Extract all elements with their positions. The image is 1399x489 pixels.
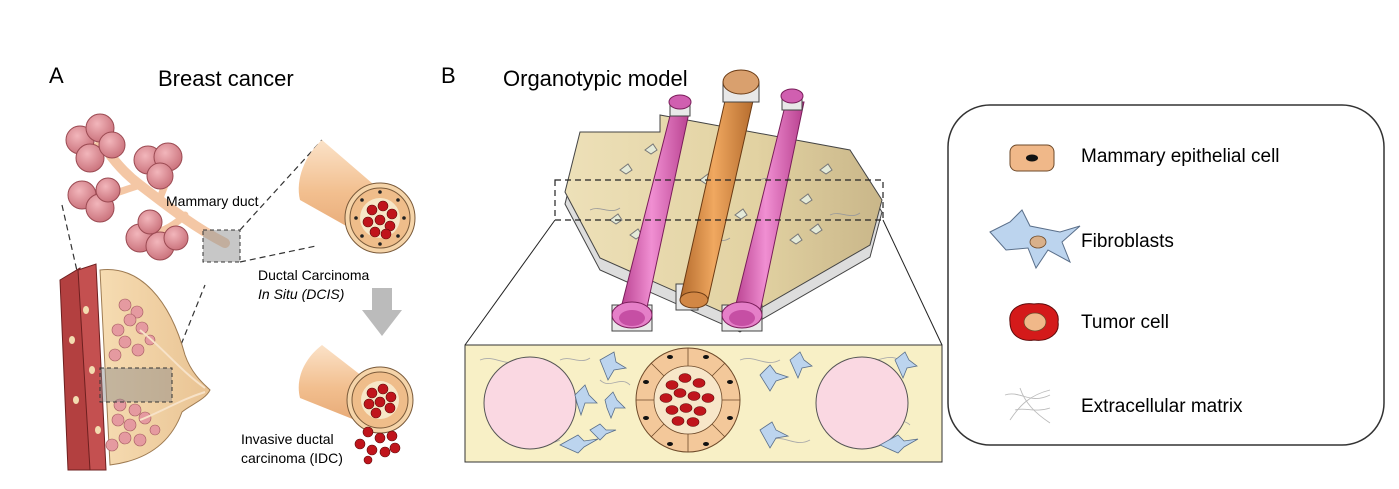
panel-b-letter: B <box>441 63 456 88</box>
dcis-duct-tube <box>298 140 416 254</box>
dcis-label-line1: Ductal Carcinoma <box>258 267 370 283</box>
breast-zoom-box <box>99 367 173 403</box>
panel-a-letter: A <box>49 63 64 88</box>
panel-a-title: Breast cancer <box>158 66 294 91</box>
fibroblast-icon <box>989 209 1081 270</box>
progression-arrow <box>362 288 402 336</box>
zoom-lines-a <box>61 139 323 373</box>
idc-label-line1: Invasive ductal <box>241 431 334 447</box>
lobule-cluster <box>65 113 230 261</box>
tumor-cell-icon <box>1009 303 1059 341</box>
cross-section-view <box>464 344 943 463</box>
right-pink-channel <box>721 88 805 332</box>
legend-box <box>947 104 1385 446</box>
ecm-fibers-icon <box>1004 387 1051 424</box>
panel-b <box>464 69 943 463</box>
orange-channel <box>675 69 760 311</box>
dcis-label-line2: In Situ (DCIS) <box>258 286 345 302</box>
duct-zoom-box <box>202 229 241 263</box>
left-pink-channel <box>611 94 692 332</box>
mammary-duct-label: Mammary duct <box>166 193 259 209</box>
legend-label-ecm: Extracellular matrix <box>1081 396 1243 417</box>
panel-a <box>59 113 416 471</box>
legend-label-tumor: Tumor cell <box>1081 312 1169 333</box>
panel-b-title: Organotypic model <box>503 66 688 91</box>
idc-duct-tube <box>298 345 414 465</box>
section-box <box>554 179 884 221</box>
legend-label-epithelial: Mammary epithelial cell <box>1081 146 1280 167</box>
epithelial-cell-icon <box>1009 144 1055 172</box>
idc-label-line2: carcinoma (IDC) <box>241 450 343 466</box>
breast-cross-section <box>59 263 211 471</box>
legend-label-fibroblasts: Fibroblasts <box>1081 231 1174 252</box>
